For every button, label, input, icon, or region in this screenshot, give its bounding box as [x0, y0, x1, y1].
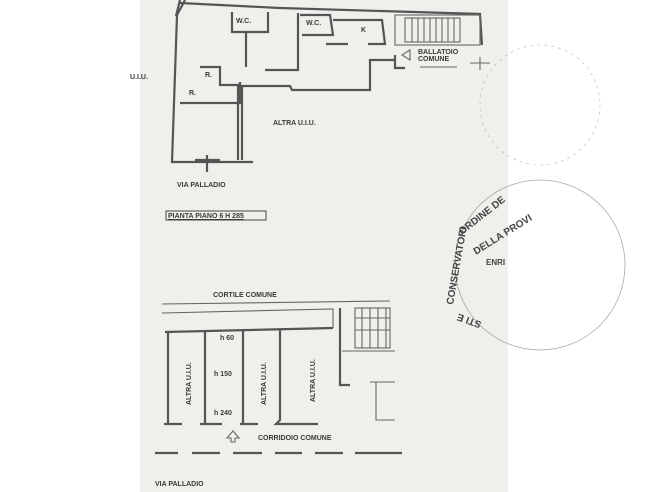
altra-uiu-vertical-1: ALTRA U.I.U.	[186, 362, 193, 405]
street-label-upper: VIA PALLADIO	[177, 182, 226, 189]
street-label-lower: VIA PALLADIO	[155, 481, 204, 488]
lower-plan-walls	[155, 300, 402, 455]
room-label-wc-1: W.C.	[236, 18, 251, 25]
plan-title: PIANTA PIANO 6 H 285	[168, 213, 244, 220]
paper-sheet	[140, 0, 508, 492]
stair-symbol	[404, 17, 461, 43]
entrance-arrow-icon	[400, 49, 411, 61]
ballatoio-label: BALLATOIO	[418, 49, 459, 56]
stamp-text-name: ENRI	[486, 258, 505, 267]
plan-title-box	[165, 210, 267, 221]
room-label-kitchen: K	[361, 27, 366, 34]
upper-plan-walls	[170, 0, 484, 164]
room-label-wc-2: W.C.	[306, 20, 321, 27]
balcony-lines	[420, 57, 490, 70]
entrance-arrow-icon-lower	[225, 430, 241, 443]
altra-uiu-label: ALTRA U.I.U.	[273, 120, 316, 127]
corridoio-label: CORRIDOIO COMUNE	[258, 435, 332, 442]
cortile-label: CORTILE COMUNE	[213, 292, 277, 299]
altra-uiu-vertical-2: ALTRA U.I.U.	[261, 362, 268, 405]
room-label-r-1: R.	[205, 72, 212, 79]
room-label-r-2: R.	[189, 90, 196, 97]
height-label-240: h 240	[214, 410, 232, 417]
height-label-150: h 150	[214, 371, 232, 378]
ballatoio-label-2: COMUNE	[418, 56, 449, 63]
height-label-60: h 60	[220, 335, 234, 342]
window-symbol	[195, 155, 220, 172]
left-uiu-label: U.I.U.	[130, 74, 148, 81]
altra-uiu-vertical-3: ALTRA U.I.U.	[310, 359, 317, 402]
